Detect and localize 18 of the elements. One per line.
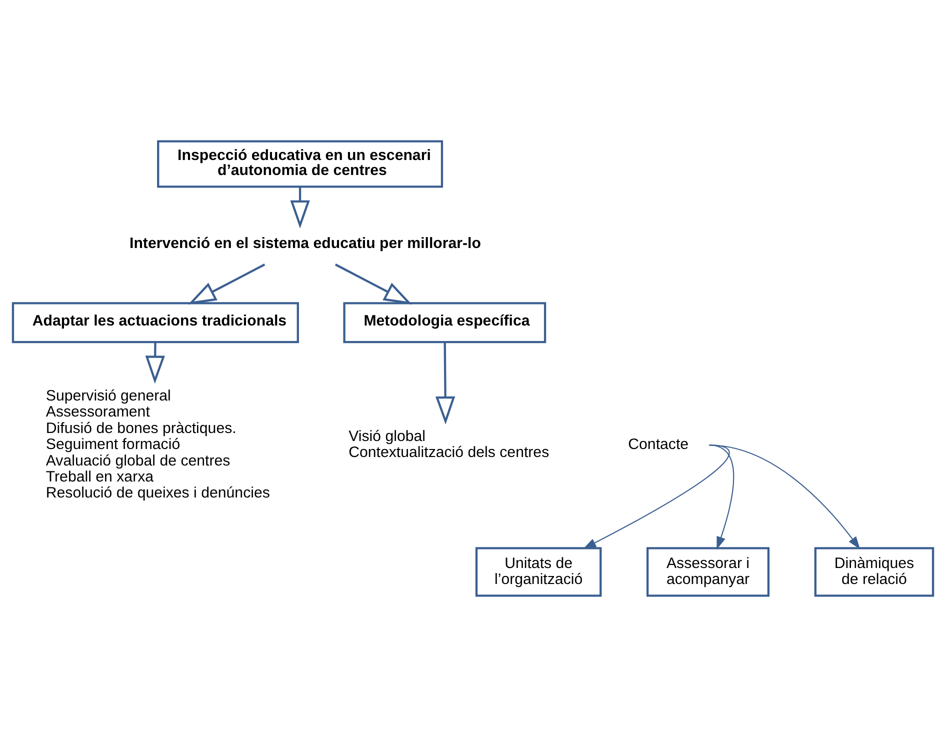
node-text: Contacte [628, 436, 689, 453]
node-text: Intervenció en el sistema educatiu per millorar-lo [130, 234, 481, 252]
node-box: Inspecció educativa en un escenari d’autonomia de centres [157, 140, 444, 188]
node-text: Visió global Contextualització dels centres [348, 428, 550, 461]
node-box: Metodologia específica [343, 302, 546, 343]
arrow [290, 186, 310, 228]
arrow [709, 444, 734, 550]
arrow [145, 342, 165, 384]
arrow [435, 342, 456, 424]
arrow [709, 444, 860, 549]
node-box: Adaptar les actuacions tradicionals [12, 302, 299, 343]
arrow [188, 263, 266, 304]
node-text: Supervisió general Assessorament Difusió de bones pràctiques. Seguiment formació Avaluació global de centres Treball en xarxa Resolució de queixes i denúncies [46, 387, 270, 502]
arrow [583, 444, 730, 548]
node-box: Unitats de l’organització [475, 546, 602, 596]
node-box: Assessorar i acompanyar [646, 546, 770, 596]
arrow [334, 263, 412, 304]
node-box: Dinàmiques de relació [814, 546, 934, 596]
